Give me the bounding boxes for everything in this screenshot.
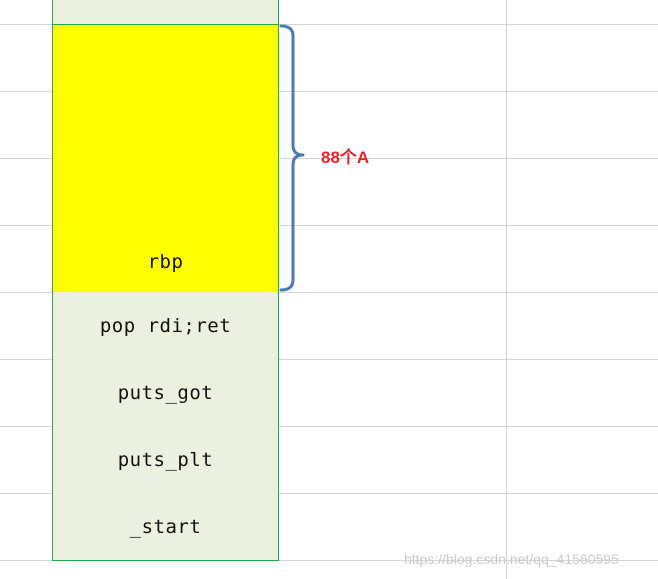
stack-cell-puts-got: puts_got xyxy=(52,359,279,427)
watermark: https://blog.csdn.net/qq_41560595 xyxy=(404,551,619,567)
grid-row-line xyxy=(0,292,658,293)
stack-cell-start: _start xyxy=(52,493,279,561)
grid-row-line xyxy=(0,493,658,494)
stack-cell-top xyxy=(52,0,279,25)
brace-label: 88个A xyxy=(321,148,370,167)
stack-cell-buffer xyxy=(52,91,279,226)
stack-cell-pop-rdi-ret: pop rdi;ret xyxy=(52,292,279,360)
stack-cell-label: _start xyxy=(129,515,202,538)
right-brace-icon xyxy=(279,24,305,292)
stack-cell-label: pop rdi;ret xyxy=(99,314,232,337)
stack-cell-label: rbp xyxy=(147,251,184,273)
grid-row-line xyxy=(0,426,658,427)
stack-cell-puts-plt: puts_plt xyxy=(52,426,279,494)
grid-column-line xyxy=(506,0,507,579)
grid-row-line xyxy=(0,225,658,226)
grid-row-line xyxy=(0,91,658,92)
stack-cell-label: puts_plt xyxy=(117,448,214,471)
grid-row-line xyxy=(0,24,658,25)
stack-cell-label: puts_got xyxy=(117,381,214,404)
grid-row-line xyxy=(0,560,658,561)
grid-row-line xyxy=(0,158,658,159)
grid-row-line xyxy=(0,359,658,360)
stack-cell-rbp: rbp xyxy=(52,225,279,293)
brace-path xyxy=(279,24,305,292)
stack-cell-padding xyxy=(52,24,279,92)
